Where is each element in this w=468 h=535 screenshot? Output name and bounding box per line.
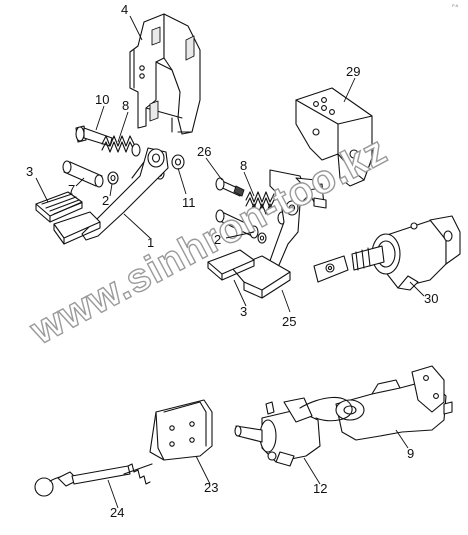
part-7-bushing	[62, 160, 104, 188]
part-12-master-cylinder-assembly	[234, 396, 353, 467]
part-9-slave-cylinder	[335, 365, 453, 441]
callout-26: 26	[197, 144, 211, 159]
callout-30: 30	[424, 291, 438, 306]
corner-note: P A	[452, 3, 458, 8]
callout-2-right: 2	[214, 232, 221, 247]
part-2-washer-right	[215, 209, 267, 244]
part-23-cylinder-bracket	[149, 399, 213, 461]
leader-lines	[35, 15, 425, 509]
part-1-clutch-pedal-lever	[53, 147, 169, 245]
callout-23: 23	[204, 480, 218, 495]
part-25-brake-pedal-lever	[231, 169, 327, 299]
callout-7: 7	[68, 182, 75, 197]
callout-4: 4	[121, 2, 128, 17]
part-3-pedal-pad-left	[35, 191, 83, 223]
callout-1: 1	[147, 235, 154, 250]
callout-3-right: 3	[240, 304, 247, 319]
callout-8-right: 8	[240, 158, 247, 173]
part-2-washer-left	[107, 171, 119, 185]
part-4-pedal-bracket	[129, 13, 201, 135]
callout-11: 11	[182, 195, 196, 210]
part-8-spring-left	[101, 135, 141, 157]
part-24-push-rod	[34, 463, 153, 497]
callout-9: 9	[407, 446, 414, 461]
callout-8-left: 8	[122, 98, 129, 113]
callout-10: 10	[95, 92, 109, 107]
callout-labels: 4 29 10 8 26 8 3 11 7 2 1 2 3 25 30 9 23…	[26, 2, 438, 520]
part-3-pedal-pad-right	[207, 249, 255, 281]
callout-12: 12	[313, 481, 327, 496]
part-29-mounting-bracket	[295, 87, 373, 187]
callout-25: 25	[282, 314, 296, 329]
callout-29: 29	[346, 64, 360, 79]
callout-2-left: 2	[102, 193, 109, 208]
callout-3-left: 3	[26, 164, 33, 179]
callout-24: 24	[110, 505, 124, 520]
part-30-master-cylinder	[313, 215, 461, 291]
part-26-bolt	[215, 177, 245, 197]
part-10-pivot-bolt	[75, 125, 113, 147]
